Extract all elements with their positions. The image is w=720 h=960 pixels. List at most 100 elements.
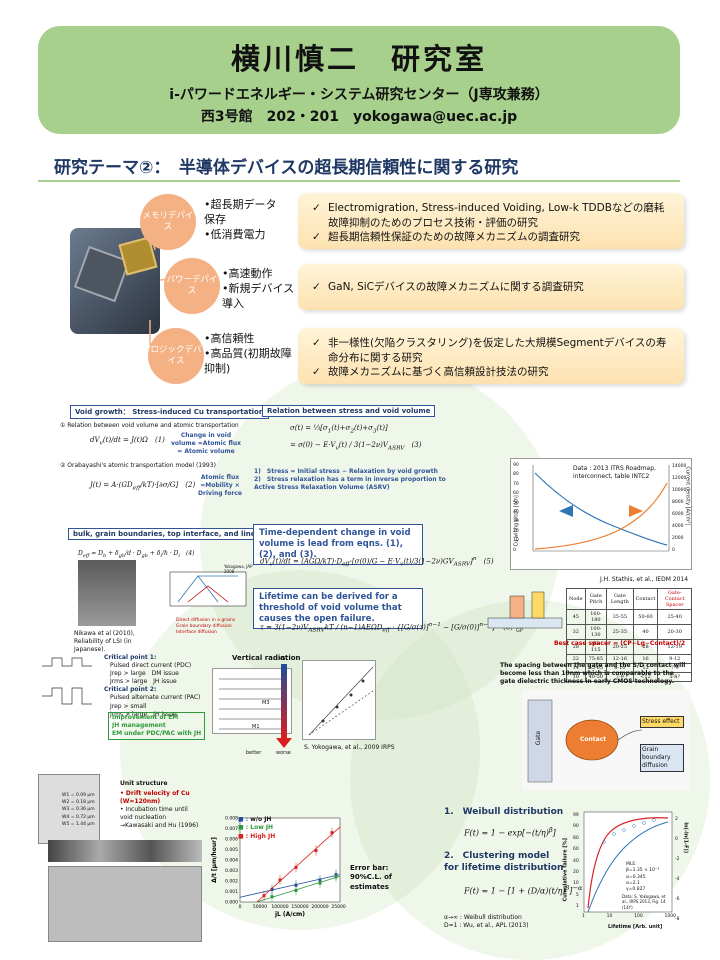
equation-6: τ = 3(1−2ν)VASRVkT / (n−1)AEΩDeff · {[G/… <box>260 622 513 634</box>
cum-ylabel: Cumulative failure [%] <box>562 838 569 902</box>
cum-ylabel-right: ln(-ln(1-F)) <box>682 822 689 854</box>
vertical-diagram <box>212 668 292 734</box>
vertical-scatter <box>302 660 376 740</box>
y-axis-label: Δ/t [μm/hour] <box>211 837 218 883</box>
divider <box>38 180 680 182</box>
stress-note-2: 2) Stress relaxation has a term in inver… <box>254 476 446 492</box>
category-logic-features: •高信頼性 •高品質(初期故障抑制) <box>204 332 292 375</box>
cumulative-chart: Cumulative failure [%] ln(-ln(1-F)) Life… <box>562 808 690 932</box>
jl-plot-frame <box>239 817 341 903</box>
y-tick-label: 0.007 <box>225 826 238 832</box>
pulse-waveforms <box>42 657 92 705</box>
weibull-item-1: 1. Weibull distribution <box>444 807 564 817</box>
cum-data-note: Data: S. Yokogawa, et al., IRPS 2013, Fi… <box>622 894 666 910</box>
void-item-2: ② Orabayashi's atomic transportation mod… <box>60 462 216 469</box>
research-item: 非一様性(欠陥クラスタリング)を仮定した大規模Segmentデバイスの寿命分布に… <box>312 336 674 365</box>
roadmap-citation: J.H. Stathis, et al., IEDM 2014 <box>600 576 689 583</box>
equation-3b: = σ(0) − E·Vv(t) / 3(1−2ν)VASRV (3) <box>290 441 422 452</box>
y-tick-label: 0.000 <box>225 900 238 906</box>
roadmap-note: Data : 2013 ITRS Roadmap, interconnect, … <box>573 465 656 481</box>
y-tick-label: 0.002 <box>225 879 238 885</box>
research-item: 故障メカニズムに基づく高信頼設計技法の研究 <box>312 365 674 380</box>
x-tick-label: 200000 <box>311 904 328 910</box>
void-item-1-note: Change in void volume =Atomic flux = Ato… <box>171 432 241 456</box>
cum-xlabel: Lifetime [Arb. unit] <box>608 924 663 930</box>
contact-label-gb: Grain boundary diffusion <box>640 744 684 773</box>
equation-1: dVv(t)/dt = J(t)Ω (1) <box>90 436 165 447</box>
node-table-caption: Best case spacer = (CP−Lg−Contact)/2 <box>554 640 686 647</box>
contact-diagram: Gate Contact Stress effect Grain boundar… <box>522 690 690 790</box>
header-banner: 横川慎二 研究室 i-パワードエネルギー・システム研究センター（J専攻兼務） 西… <box>38 26 680 134</box>
jl-annotation: Error bar: 90%C.L. of estimates <box>350 864 392 891</box>
stress-note-1: 1) Stress = Initial stress − Relaxation … <box>254 468 438 475</box>
diffusion-citation: Nikawa et al (2010), Reliability of LSI … <box>74 630 135 654</box>
label-m3: M3 <box>262 700 270 706</box>
radiation-arrow <box>276 664 292 748</box>
equation-diffusion: Deff = Db + δgb/d · Dgb + δi/h · Di (4) <box>78 550 195 560</box>
y-tick-label: 0.008 <box>225 816 238 822</box>
svg-text:GP: GP <box>516 628 523 634</box>
stress-relation-title: Relation between stress and void volume <box>262 405 436 417</box>
equation-cluster: F(t) = 1 − [1 + (D/α)(t/η)β]−α <box>464 884 583 896</box>
contact-label-contact: Contact <box>580 736 607 743</box>
y-tick-label: 0.005 <box>225 847 238 853</box>
diffusion-legend: Direct diffusion in a grains Grain bound… <box>176 618 236 636</box>
tdv-box-1: Time-dependent change in void volume is … <box>253 524 423 566</box>
tem-image <box>78 560 136 626</box>
equation-weibull: F(t) = 1 − exp[−(t/η)β] <box>464 826 556 838</box>
gate-diagram: GP <box>487 591 563 634</box>
x-tick-label: 0 <box>239 904 242 910</box>
x-axis-label: jL (A/cm) <box>274 911 305 918</box>
x-tick-label: 150000 <box>291 904 308 910</box>
center-name: i-パワードエネルギー・システム研究センター（J専攻兼務） <box>169 87 549 103</box>
y-tick-label: 0.003 <box>225 868 238 874</box>
diffusion-ref: Yokogawa, JAP 2008 <box>224 564 253 575</box>
jl-legend: ■ : w/o JH ■ : Low JH ■ : High JH <box>238 816 276 840</box>
x-tick-label: 50000 <box>253 904 267 910</box>
void-sem-image-2 <box>48 866 202 942</box>
research-item: 超長期信頼性保証のための故障メカニズムの調査研究 <box>312 230 674 245</box>
spacing-note: The spacing between the gate and the S/D… <box>500 662 686 686</box>
roadmap-chart: Data : 2013 ITRS Roadmap, interconnect, … <box>510 458 692 570</box>
void-item-1: ① Relation between void volume and atomi… <box>60 422 239 429</box>
weibull-note-2: D=1 : Wu, et al., APL (2013) <box>444 922 529 929</box>
y-tick-label: 0.006 <box>225 837 238 843</box>
page-title: 横川慎二 研究室 <box>230 42 487 76</box>
category-logic: ロジックデバイス <box>148 328 204 384</box>
equation-2: J(t) = A·(GDeff/kT)·[∂σ/G] (2) <box>90 481 196 492</box>
void-sem-image <box>48 840 202 862</box>
diffusion-diagram <box>169 571 247 607</box>
label-worse: worse <box>276 750 291 756</box>
unit-details: • Drift velocity of Cu (W=120nm) • Incub… <box>120 790 199 830</box>
memory-research-box: Electromigration, Stress-induced Voiding… <box>298 193 684 249</box>
contact-label-stress: Stress effect <box>640 716 684 729</box>
logic-research-box: 非一様性(欠陥クラスタリング)を仮定した大規模Segmentデバイスの寿命分布に… <box>298 328 684 384</box>
weibull-item-2: 2. Clustering model for lifetime distrib… <box>444 851 564 874</box>
theme-heading: 研究テーマ②： 半導体デバイスの超長期信頼性に関する研究 <box>54 158 519 178</box>
equation-3: σ(t) = ⅓[σ1(t)+σ2(t)+σ3(t)] <box>290 424 388 435</box>
chip-photo <box>70 228 160 334</box>
critical-points: Critical point 1: Pulsed direct current … <box>104 654 201 718</box>
weibull-note-1: α→∞ : Weibull distribution <box>444 914 522 921</box>
research-item: GaN, SiCデバイスの故障メカニズムに関する調査研究 <box>312 280 674 295</box>
x-tick-label: 100000 <box>271 904 288 910</box>
void-item-2-note: Atomic flux =Mobility × Driving force <box>198 474 242 498</box>
power-research-box: GaN, SiCデバイスの故障メカニズムに関する調査研究 <box>298 264 684 310</box>
unit-title: Unit structure <box>120 780 168 787</box>
category-memory: メモリデバイス <box>140 194 196 250</box>
tdv-box-2: Lifetime can be derived for a threshold … <box>253 588 423 630</box>
contact-label-gate: Gate <box>535 730 543 746</box>
y-tick-label: 0.001 <box>225 889 238 895</box>
cumulative-plot <box>583 811 673 913</box>
vertical-title: Vertical radiation <box>232 654 301 662</box>
x-tick-label: 250000 <box>331 904 346 910</box>
